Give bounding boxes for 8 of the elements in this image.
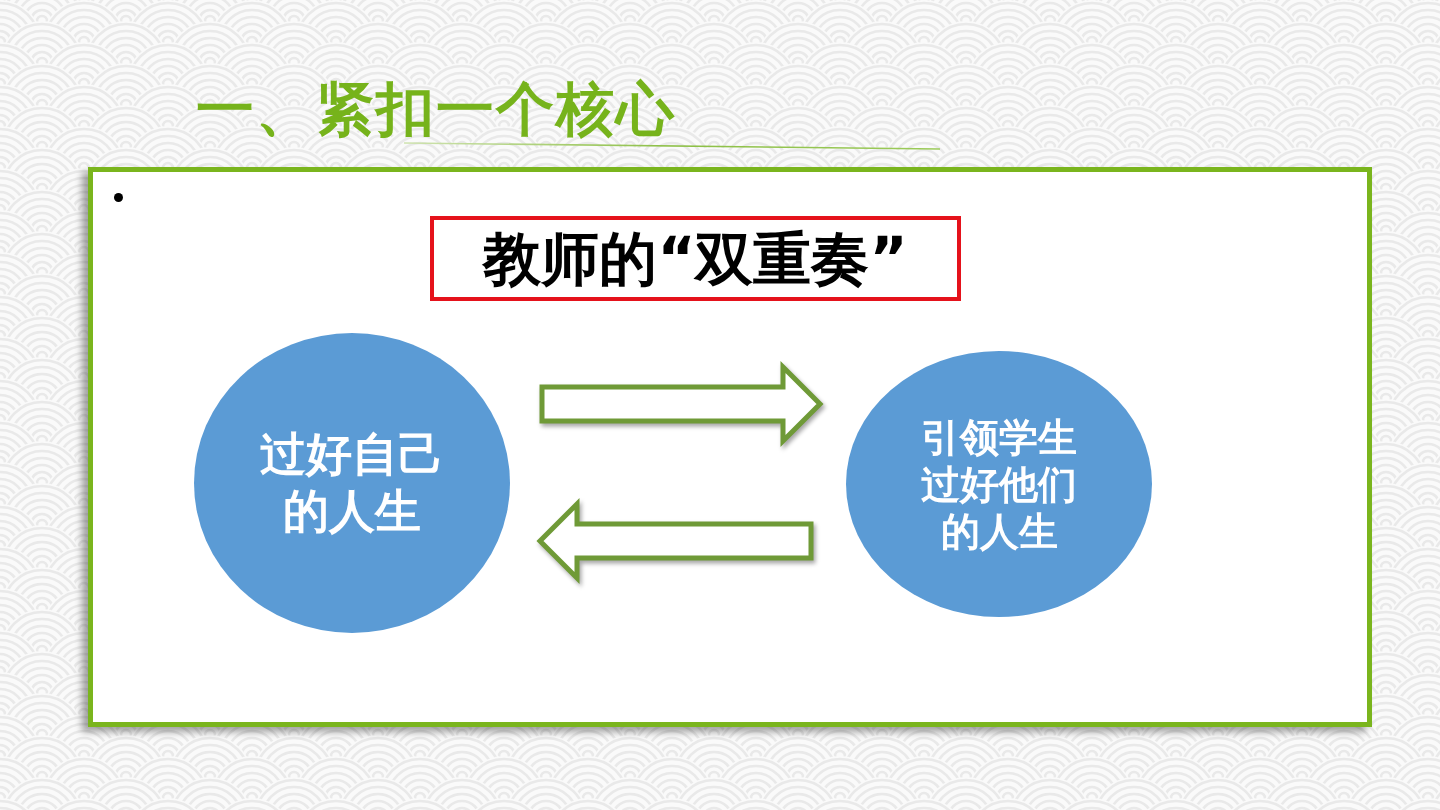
heading-text: 教师的“双重奏” <box>483 225 908 292</box>
slide-title: 一、紧扣一个核心 <box>196 76 676 142</box>
heading-box <box>430 216 961 301</box>
circle-text: 引领学生过好他们的人生 <box>920 413 1078 555</box>
content-frame <box>88 167 1372 727</box>
block-arrow <box>536 497 814 585</box>
circle-text: 过好自己的人生 <box>259 426 445 540</box>
block-arrow <box>539 360 824 448</box>
